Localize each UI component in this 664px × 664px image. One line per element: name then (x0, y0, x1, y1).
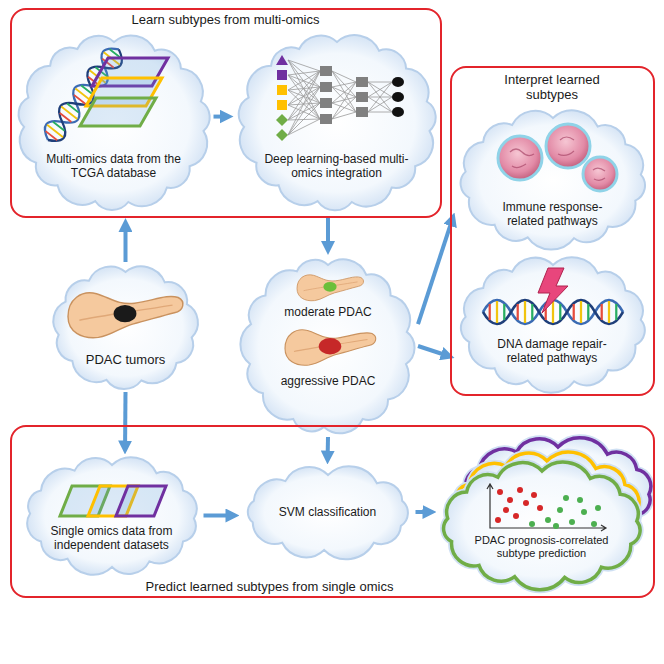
omics-layers (60, 486, 166, 516)
flow-arrow (123, 392, 127, 447)
cloud-outline (455, 255, 651, 393)
cloud-outline (20, 455, 204, 577)
cloud-node: Single omics data from independent datas… (20, 455, 204, 577)
tumor (323, 282, 336, 292)
cloud-glow (443, 462, 639, 590)
cloud-outline (437, 437, 659, 589)
cloud-node: PDAC prognosis-correlated subtype predic… (437, 437, 659, 589)
output-node (392, 92, 404, 102)
cloud-outline (234, 32, 440, 213)
scatter-dots (529, 495, 601, 529)
cloud-outline (48, 262, 203, 392)
output-node (392, 107, 404, 117)
cloud-node: Deep learning-based multi-omics integrat… (234, 32, 440, 213)
hidden-node (356, 107, 368, 117)
flow-arrow (418, 346, 447, 356)
flow-arrow (418, 220, 452, 324)
cloud-outline (14, 32, 214, 213)
node-label: Multi-omics data from the TCGA database (38, 152, 190, 181)
petri-dish (498, 136, 542, 180)
node-label: SVM classification (263, 505, 393, 519)
node-label: Single omics data from independent datas… (32, 524, 192, 553)
cloud-node: SVM classification (240, 465, 416, 560)
panel-title: Interpret learned subtypes (490, 72, 615, 103)
petri-dish (546, 124, 590, 168)
cloud-shape (238, 35, 435, 210)
cloud-shape (460, 257, 644, 392)
flow-arrow (326, 218, 330, 247)
node-label: PDAC prognosis-correlated subtype predic… (467, 534, 617, 560)
hidden-node (320, 114, 332, 124)
tumor (114, 305, 137, 322)
flow-arrow (326, 437, 330, 457)
flow-arrow (214, 115, 226, 119)
node-label: moderate PDAC (263, 305, 393, 319)
input-node (277, 100, 287, 110)
node-label: DNA damage repair-related pathways (490, 337, 615, 366)
cloud-shape (443, 462, 639, 590)
hidden-node (320, 66, 332, 76)
cloud-shape (240, 259, 414, 433)
output-node (392, 77, 404, 87)
flow-arrow (416, 510, 429, 514)
cloud-shape (53, 266, 198, 389)
scatter-dots (495, 487, 543, 523)
cloud-outline (238, 255, 418, 437)
hidden-node (356, 92, 368, 102)
cloud-node: DNA damage repair-related pathways (455, 255, 651, 393)
cloud-shape (18, 35, 209, 209)
cloud-node: Immune response-related pathways (455, 108, 651, 250)
panel-title: Learn subtypes from multi-omics (16, 12, 436, 28)
plot-axes (487, 484, 606, 531)
input-node (277, 85, 287, 95)
node-label: PDAC tumors (63, 352, 188, 368)
cloud-node: Multi-omics data from the TCGA database (14, 32, 214, 213)
stage-panel: Predict learned subtypes from single omi… (10, 425, 655, 598)
node-label: Deep learning-based multi-omics integrat… (257, 152, 417, 181)
cloud-node: moderate PDAC aggressive PDAC (238, 255, 418, 437)
scatter-plot (487, 484, 606, 531)
petri-dish (583, 157, 617, 191)
tumor (319, 338, 342, 355)
cloud-layer (443, 462, 639, 590)
hidden-node (320, 98, 332, 108)
node-label: Immune response-related pathways (493, 200, 613, 229)
cloud-node: PDAC tumors (48, 262, 203, 392)
stage-panel: Learn subtypes from multi-omicsMulti-omi… (10, 8, 442, 218)
cloud-shape (27, 457, 197, 574)
flow-arrow (204, 514, 232, 518)
input-node (277, 70, 287, 80)
cloud-shape (460, 110, 644, 249)
cloud-outline (455, 108, 651, 250)
stage-panel: Interpret learned subtypesImmune respons… (450, 66, 655, 396)
hidden-node (356, 77, 368, 87)
panel-title: Predict learned subtypes from single omi… (100, 579, 440, 595)
node-label: aggressive PDAC (263, 374, 393, 388)
hidden-node (320, 82, 332, 92)
flow-arrow (124, 226, 128, 262)
cloud-shape (247, 466, 407, 559)
dna-helix (483, 300, 623, 324)
